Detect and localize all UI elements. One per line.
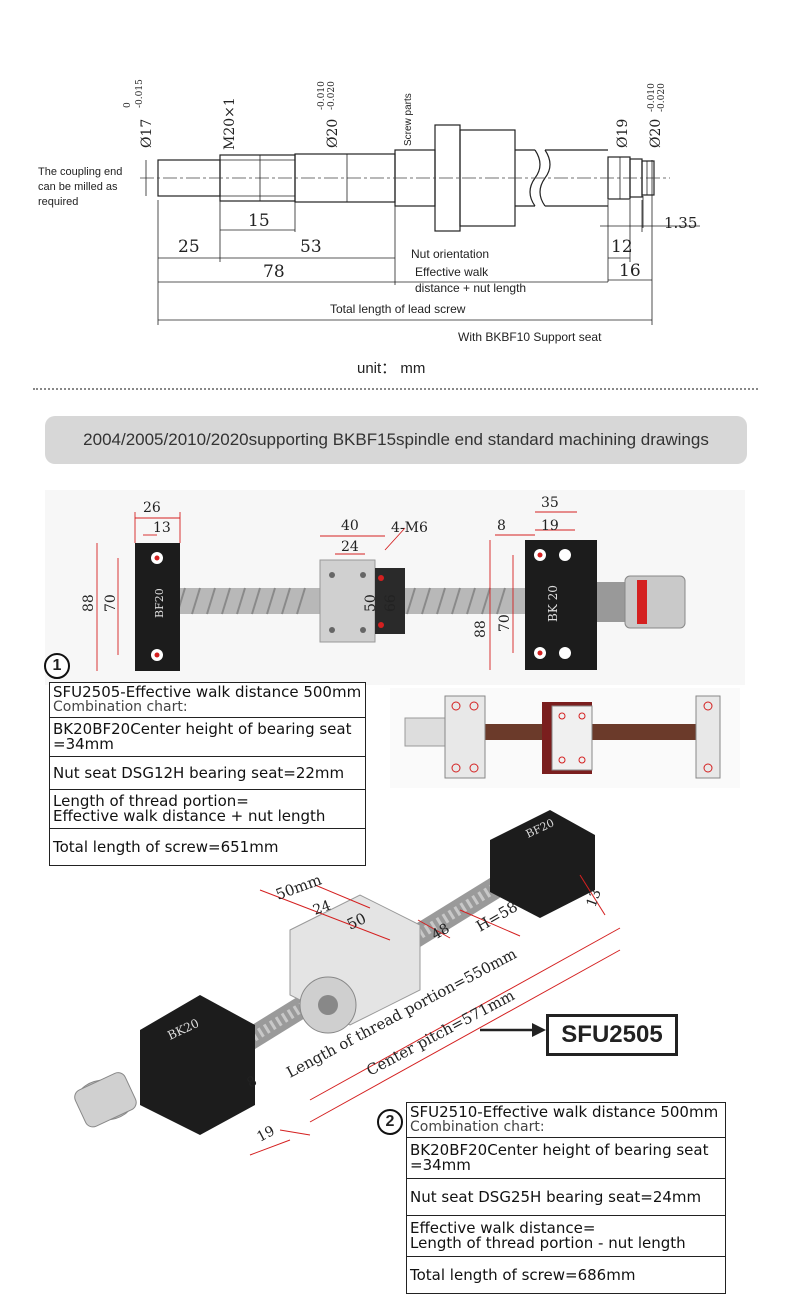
spec1-row-2: Nut seat DSG12H bearing seat=22mm — [50, 757, 365, 790]
distance-nut-label: distance + nut length — [415, 281, 526, 295]
dia17-tol-bot: -0.015 — [135, 79, 145, 108]
dim-53: 53 — [300, 237, 322, 257]
effective-walk-label: Effective walk — [415, 265, 489, 279]
dim-24: 24 — [311, 898, 333, 919]
unit-label: unit： mm — [357, 360, 426, 377]
bf-width-26: 26 — [143, 500, 161, 516]
bf20-label: BF20 — [153, 588, 166, 618]
dim-1-35: 1.35 — [664, 214, 697, 232]
bf20-block-3d — [490, 810, 595, 918]
dim-16: 16 — [619, 261, 641, 281]
spec2-row-2: Nut seat DSG25H bearing seat=24mm — [407, 1179, 725, 1216]
spec2-row-1: BK20BF20Center height of bearing seat =3… — [407, 1138, 725, 1179]
bf-center-70: 70 — [103, 594, 119, 612]
coupling — [624, 575, 686, 629]
nut-hole-24: 24 — [341, 539, 359, 555]
dotted-divider — [33, 388, 758, 390]
spec2-row2: Nut seat DSG25H bearing seat=24mm — [410, 1188, 702, 1206]
dim-50mm: 50mm — [273, 871, 324, 904]
dia17-tol-top: 0 — [123, 102, 133, 108]
dim-15: 15 — [248, 211, 270, 231]
bf-height-88: 88 — [81, 594, 97, 612]
spec1-row-3: Length of thread portion= Effective walk… — [50, 790, 365, 829]
total-length-label: Total length of lead screw — [330, 302, 466, 316]
spec2-row-3: Effective walk distance= Length of threa… — [407, 1216, 725, 1257]
spec-table-2: SFU2510-Effective walk distance 500mm Co… — [406, 1102, 726, 1294]
spec2-row3-b: Length of thread portion - nut length — [410, 1234, 686, 1252]
spec2-row1-a: BK20BF20Center height of bearing seat — [410, 1141, 709, 1159]
spec1-row2: Nut seat DSG12H bearing seat=22mm — [53, 764, 345, 782]
dia20-tol-top: -0.010 — [317, 81, 327, 110]
dim-13: 13 — [584, 887, 605, 909]
coupling-note-2: can be milled as — [38, 181, 118, 193]
nut-height-50: 50 — [363, 594, 379, 612]
dim-48: 48 — [429, 921, 452, 944]
spec1-row-1: BK20BF20Center height of bearing seat =3… — [50, 718, 365, 757]
spec1-row3-a: Length of thread portion= — [53, 792, 249, 810]
dia17-label: Ø17 — [139, 119, 155, 148]
spec2-row-4: Total length of screw=686mm — [407, 1257, 725, 1293]
spec1-row1-a: BK20BF20Center height of bearing seat — [53, 720, 352, 738]
dia20b-tol-bot: -0.020 — [657, 83, 667, 112]
spec1-row3-b: Effective walk distance + nut length — [53, 807, 326, 825]
spec2-subtitle: Combination chart: — [410, 1119, 545, 1135]
spec1-subtitle: Combination chart: — [53, 699, 188, 715]
bk-dim-8: 8 — [497, 518, 506, 534]
dia20-tol-bot: -0.020 — [327, 81, 337, 110]
coupling-note-3: required — [38, 196, 78, 208]
assembly-photo-bottom: BF20 BK20 50mm 24 50 48 H=58 13 Length o… — [74, 810, 621, 1156]
dia20-label: Ø20 — [325, 119, 341, 148]
dim-12: 12 — [611, 237, 633, 257]
dia19-label: Ø19 — [615, 119, 631, 148]
spec2-title-row: SFU2510-Effective walk distance 500mm Co… — [407, 1103, 725, 1138]
dim-19: 19 — [254, 1123, 277, 1145]
screw-parts-label: Screw parts — [403, 93, 414, 146]
spec1-title: SFU2505-Effective walk distance 500mm — [53, 683, 362, 701]
thread-label: M20×1 — [222, 97, 238, 150]
bk-center-70: 70 — [497, 614, 513, 632]
spec-table-1: SFU2505-Effective walk distance 500mm Co… — [49, 682, 366, 866]
bk-dim-19: 19 — [541, 518, 559, 534]
support-seat-label: With BKBF10 Support seat — [458, 330, 602, 344]
spec1-title-row: SFU2505-Effective walk distance 500mm Co… — [50, 683, 365, 718]
badge-1: 1 — [44, 653, 70, 679]
nut-width-40: 40 — [341, 518, 359, 534]
bk-seat — [444, 695, 486, 779]
nut-m6: 4-M6 — [391, 520, 428, 536]
coupling-note-1: The coupling end — [38, 166, 122, 178]
bk20-block-3d — [140, 995, 255, 1135]
nut-orientation-label: Nut orientation — [411, 247, 489, 261]
spec2-row3-a: Effective walk distance= — [410, 1219, 596, 1237]
dim-25: 25 — [178, 237, 200, 257]
section-banner: 2004/2005/2010/2020supporting BKBF15spin… — [45, 416, 747, 464]
spec2-row4: Total length of screw=686mm — [410, 1266, 636, 1284]
bk20-label: BK 20 — [546, 585, 560, 622]
spec2-title: SFU2510-Effective walk distance 500mm — [410, 1103, 719, 1121]
spec1-row1-b: =34mm — [53, 735, 114, 753]
dim-78: 78 — [263, 262, 285, 282]
badge-2: 2 — [377, 1109, 403, 1135]
screw-end-drawing: 15 25 53 78 12 16 1.35 Nut orientation E… — [38, 79, 700, 344]
spec2-row1-b: =34mm — [410, 1156, 471, 1174]
spec1-row4: Total length of screw=651mm — [53, 838, 279, 856]
dia20b-label: Ø20 — [648, 119, 664, 148]
model-label: SFU2505 — [546, 1014, 678, 1056]
assembly-photo-small — [390, 688, 740, 788]
dia20b-tol-top: -0.010 — [647, 83, 657, 112]
bk-height-88: 88 — [473, 620, 489, 638]
assembly-photo-top: BF20 BK 20 26 13 88 70 40 4-M6 24 50 66 … — [45, 490, 745, 685]
bf-hole-13: 13 — [153, 520, 171, 536]
nut-height-66: 66 — [383, 594, 399, 612]
bk-width-35: 35 — [541, 495, 559, 511]
bf-seat — [695, 695, 721, 779]
spec1-row-4: Total length of screw=651mm — [50, 829, 365, 865]
